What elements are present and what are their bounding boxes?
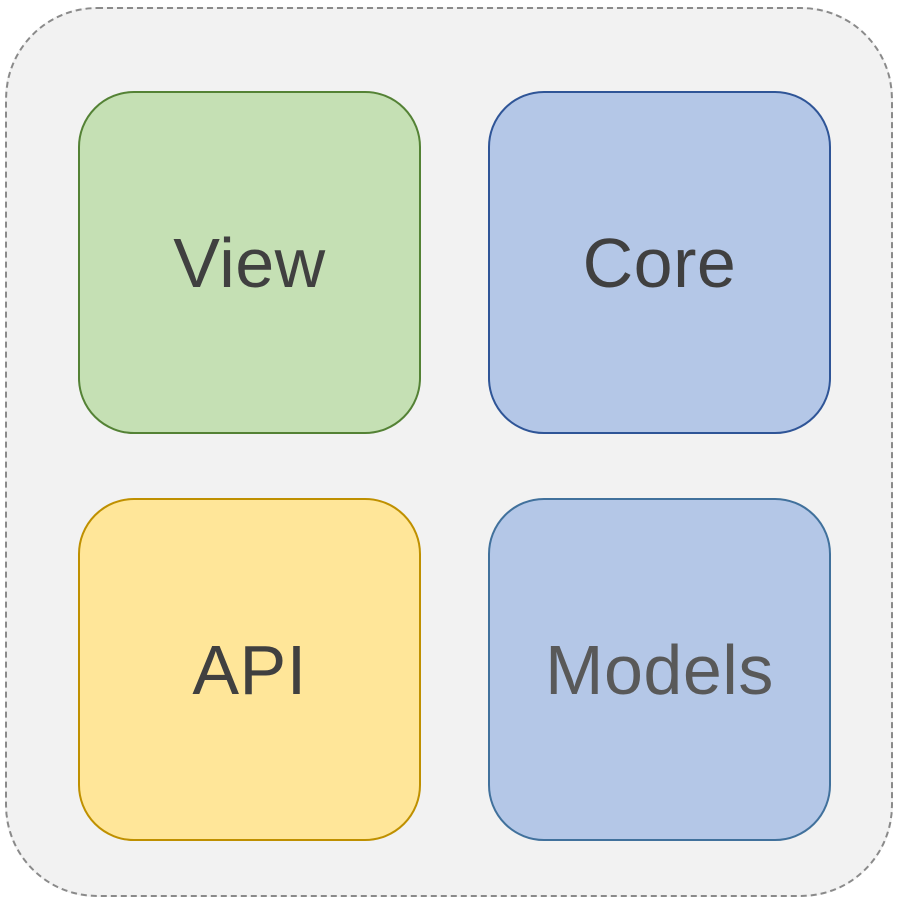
models-module-label: Models bbox=[545, 630, 774, 709]
core-module-label: Core bbox=[582, 223, 737, 302]
view-module: View bbox=[78, 91, 421, 434]
core-module: Core bbox=[488, 91, 831, 434]
api-module: API bbox=[78, 498, 421, 841]
view-module-label: View bbox=[173, 223, 326, 302]
models-module: Models bbox=[488, 498, 831, 841]
architecture-container: View Core API Models bbox=[5, 7, 893, 897]
api-module-label: API bbox=[192, 630, 307, 709]
